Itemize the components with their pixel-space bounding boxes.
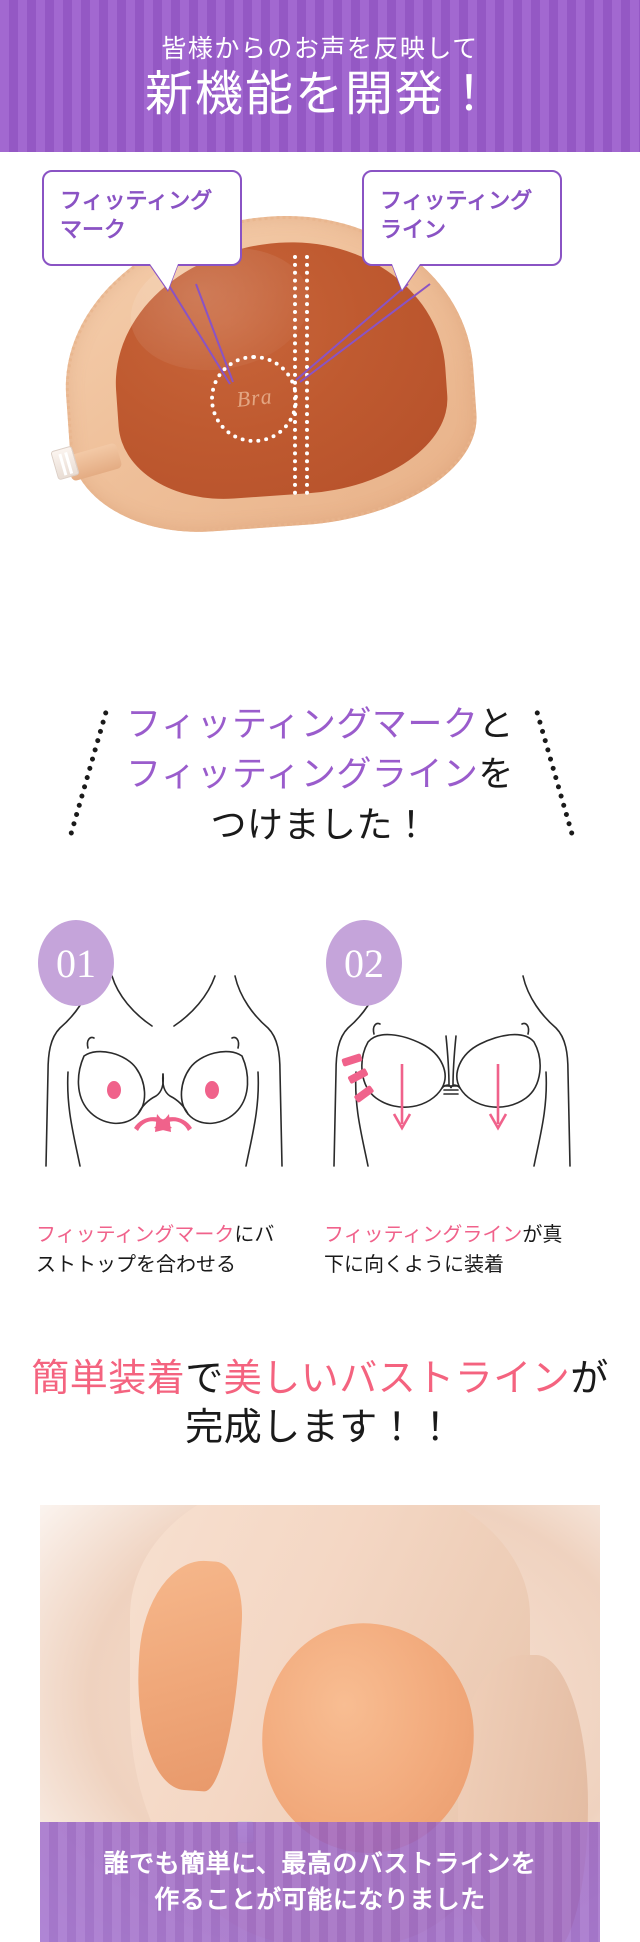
- fitting-line-left: [293, 255, 297, 495]
- bust-top-dot-right: [205, 1081, 219, 1099]
- feature-heading-line1: フィッティングマークと: [0, 700, 640, 750]
- result-headline-part-c: 美しいバストライン: [223, 1358, 571, 1400]
- result-headline: 簡単装着で美しいバストラインが 完成します！！: [0, 1355, 640, 1452]
- fitting-line-right: [305, 255, 309, 495]
- steps-section: 01: [0, 920, 640, 1340]
- downward-arrows: [392, 1064, 508, 1131]
- callout-line-tail: [392, 264, 420, 290]
- callout-fitting-line-line1: フィッティング: [380, 188, 533, 213]
- motion-dashes: [341, 1053, 374, 1103]
- header-title: 新機能を開発！: [144, 67, 495, 121]
- result-headline-part-b: で: [185, 1358, 224, 1400]
- result-headline-part-a: 簡単装着: [31, 1358, 186, 1400]
- step-01-caption-pink: フィッティングマーク: [36, 1224, 235, 1246]
- step-02-badge: 02: [326, 920, 402, 1006]
- callout-fitting-line-line2: ライン: [380, 217, 447, 243]
- brand-logo: Bra: [235, 383, 274, 412]
- photo-caption-line1: 誰でも簡単に、最高のバストラインを: [103, 1849, 537, 1878]
- step-02-caption: フィッティングラインが真下に向くように装着: [324, 1220, 582, 1280]
- feature-heading-line1-purple: フィッティングマーク: [126, 705, 479, 744]
- result-headline-line1: 簡単装着で美しいバストラインが: [0, 1355, 640, 1404]
- product-worn-photo: 誰でも簡単に、最高のバストラインを 作ることが可能になりました: [40, 1505, 600, 1942]
- inward-arrows: [134, 1114, 192, 1132]
- callout-fitting-mark-line2: マーク: [60, 217, 127, 243]
- callout-fitting-mark: フィッティング マーク: [42, 170, 242, 266]
- photo-caption-bar: 誰でも簡単に、最高のバストラインを 作ることが可能になりました: [40, 1822, 600, 1942]
- feature-heading-line1-black: と: [478, 705, 514, 744]
- feature-heading: フィッティングマークと フィッティングラインを つけました！: [0, 700, 640, 890]
- feature-heading-line3: つけました！: [210, 804, 430, 846]
- step-01-caption-black: にバストトップを合わせる: [36, 1224, 275, 1276]
- feature-heading-line2: フィッティングラインを: [0, 750, 640, 800]
- callout-mark-tail: [150, 264, 178, 290]
- step-02-caption-pink: フィッティングライン: [324, 1224, 523, 1246]
- feature-heading-line2-black: を: [478, 754, 514, 794]
- photo-caption-line2: 作ることが可能になりました: [154, 1886, 486, 1914]
- feature-heading-line2-purple: フィッティングライン: [126, 754, 479, 794]
- product-section: Bra フィッティング マーク フィッティング ライン: [0, 152, 640, 552]
- result-headline-line2: 完成します！！: [185, 1406, 455, 1449]
- result-headline-part-d: が: [570, 1358, 609, 1400]
- bust-top-dot-left: [107, 1081, 121, 1099]
- header-subtitle: 皆様からのお声を反映して: [161, 36, 479, 64]
- step-01-caption: フィッティングマークにバストトップを合わせる: [36, 1220, 294, 1280]
- callout-fitting-mark-line1: フィッティング: [60, 188, 213, 213]
- step-02-caption-black: が真下に向くように装着: [324, 1224, 563, 1276]
- callout-fitting-line: フィッティング ライン: [362, 170, 562, 266]
- header-banner: 皆様からのお声を反映して 新機能を開発！: [0, 0, 640, 152]
- step-01-badge: 01: [38, 920, 114, 1006]
